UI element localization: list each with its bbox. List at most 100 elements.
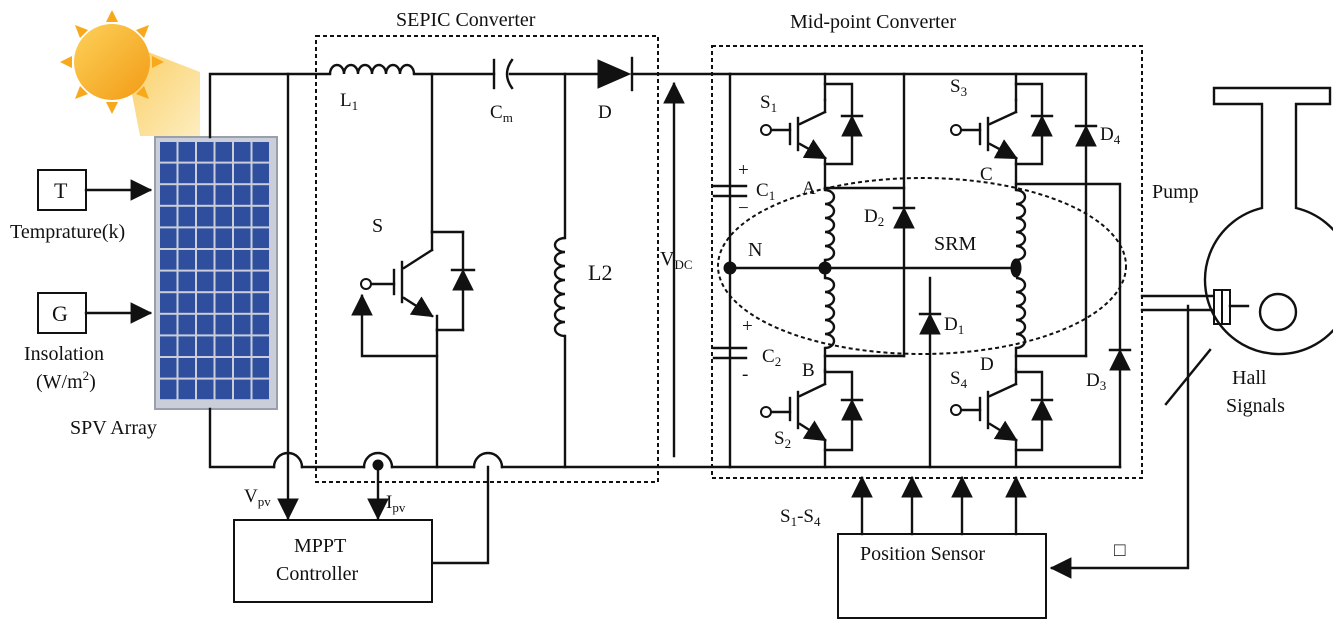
- gate-signals-label: S1-S4: [780, 506, 821, 529]
- diode-D4-label: D4: [1100, 124, 1121, 147]
- solar-cell: [252, 293, 269, 313]
- solar-cell: [197, 228, 214, 248]
- solar-cell: [160, 271, 177, 292]
- ipv-label: Ipv: [386, 492, 406, 515]
- node-C-label: C: [980, 164, 993, 185]
- capacitor-Cm: [492, 58, 514, 90]
- solar-cell: [197, 293, 214, 313]
- switch-S2: [760, 382, 827, 442]
- insolation-box-label: G: [52, 301, 68, 326]
- insolation-unit: (W/m2): [36, 368, 96, 393]
- capacitor-Cm-label: Cm: [490, 102, 513, 125]
- solar-cell: [178, 336, 195, 356]
- inductor-L2: [553, 236, 566, 338]
- capacitor-C2-label: C2: [762, 346, 781, 369]
- switch-S-label: S: [372, 215, 383, 237]
- solar-cell: [234, 163, 251, 184]
- insolation-label: Insolation: [24, 343, 104, 365]
- diode-D-label: D: [598, 102, 612, 123]
- solar-cell: [197, 250, 214, 270]
- node-B-label: B: [802, 360, 815, 381]
- diode-D: [597, 56, 634, 92]
- solar-cell: [178, 163, 195, 184]
- solar-cell: [160, 314, 177, 335]
- position-sensor-label: Position Sensor: [860, 543, 985, 565]
- solar-panel-icon: [154, 136, 278, 410]
- switch-S1: [760, 98, 827, 160]
- solar-cell: [234, 293, 251, 313]
- diode-D3-label: D3: [1086, 370, 1106, 393]
- solar-cell: [234, 206, 251, 227]
- solar-cell: [160, 228, 177, 248]
- solar-cell: [160, 206, 177, 227]
- solar-cell: [160, 142, 177, 162]
- solar-cell: [215, 271, 232, 292]
- solar-cell: [252, 185, 269, 205]
- temperature-box-label: T: [54, 178, 68, 203]
- solar-cell: [252, 358, 269, 378]
- switch-S-antiparallel-diode: [452, 268, 474, 291]
- node-D-label: D: [980, 354, 994, 375]
- solar-cell: [178, 314, 195, 335]
- switch-S1-label: S1: [760, 92, 777, 115]
- solar-cell: [234, 379, 251, 400]
- sun-icon: [60, 10, 200, 136]
- capacitor-C1-plus: +: [738, 160, 749, 181]
- solar-cell: [252, 271, 269, 292]
- solar-cell: [215, 185, 232, 205]
- inductor-L1-label: L1: [340, 90, 358, 113]
- solar-cell: [197, 379, 214, 400]
- solar-cell: [178, 271, 195, 292]
- diode-D1-label: D1: [944, 314, 964, 337]
- solar-cell: [197, 358, 214, 378]
- solar-cell: [160, 250, 177, 270]
- solar-cell: [234, 142, 251, 162]
- solar-cell: [197, 271, 214, 292]
- current-sensor-dot: [372, 459, 384, 471]
- pump-icon: [1203, 86, 1333, 356]
- mppt-label-line1: MPPT: [294, 535, 346, 557]
- solar-cell: [160, 358, 177, 378]
- solar-cell: [197, 206, 214, 227]
- solar-cell: [252, 163, 269, 184]
- sepic-converter-title: SEPIC Converter: [396, 9, 536, 31]
- hall-signals-label-line2: Signals: [1226, 395, 1285, 417]
- solar-cell: [197, 163, 214, 184]
- solar-cell: [197, 336, 214, 356]
- feedback-box-glyph: □: [1114, 540, 1126, 561]
- solar-cell: [234, 336, 251, 356]
- solar-cell: [178, 379, 195, 400]
- temperature-box: [37, 169, 87, 211]
- vdc-label: VDC: [660, 248, 693, 272]
- solar-cell: [160, 379, 177, 400]
- solar-cell: [178, 185, 195, 205]
- solar-cell: [252, 336, 269, 356]
- diode-D2-label: D2: [864, 206, 884, 229]
- solar-cell: [215, 358, 232, 378]
- solar-cell: [178, 228, 195, 248]
- solar-cell: [160, 293, 177, 313]
- solar-cell: [178, 206, 195, 227]
- switch-S3-label: S3: [950, 76, 967, 99]
- insolation-box: [37, 292, 87, 334]
- temperature-label: Temprature(k): [10, 221, 125, 243]
- mppt-label-line2: Controller: [276, 563, 359, 585]
- capacitor-C2-plus: +: [742, 316, 753, 337]
- solar-cell: [234, 250, 251, 270]
- solar-cell: [252, 379, 269, 400]
- mppt-controller-box: [233, 519, 433, 603]
- solar-cell: [234, 314, 251, 335]
- vpv-label: Vpv: [244, 486, 271, 509]
- hall-signals-label-line1: Hall: [1232, 367, 1267, 389]
- position-sensor-box: [837, 533, 1047, 619]
- solar-cell: [197, 142, 214, 162]
- srm-motor-boundary: [717, 177, 1127, 355]
- solar-cell: [178, 358, 195, 378]
- solar-cell: [252, 228, 269, 248]
- solar-cell: [234, 185, 251, 205]
- solar-cell: [215, 163, 232, 184]
- node-N-label: N: [748, 239, 762, 261]
- solar-cell: [215, 250, 232, 270]
- solar-cell: [178, 142, 195, 162]
